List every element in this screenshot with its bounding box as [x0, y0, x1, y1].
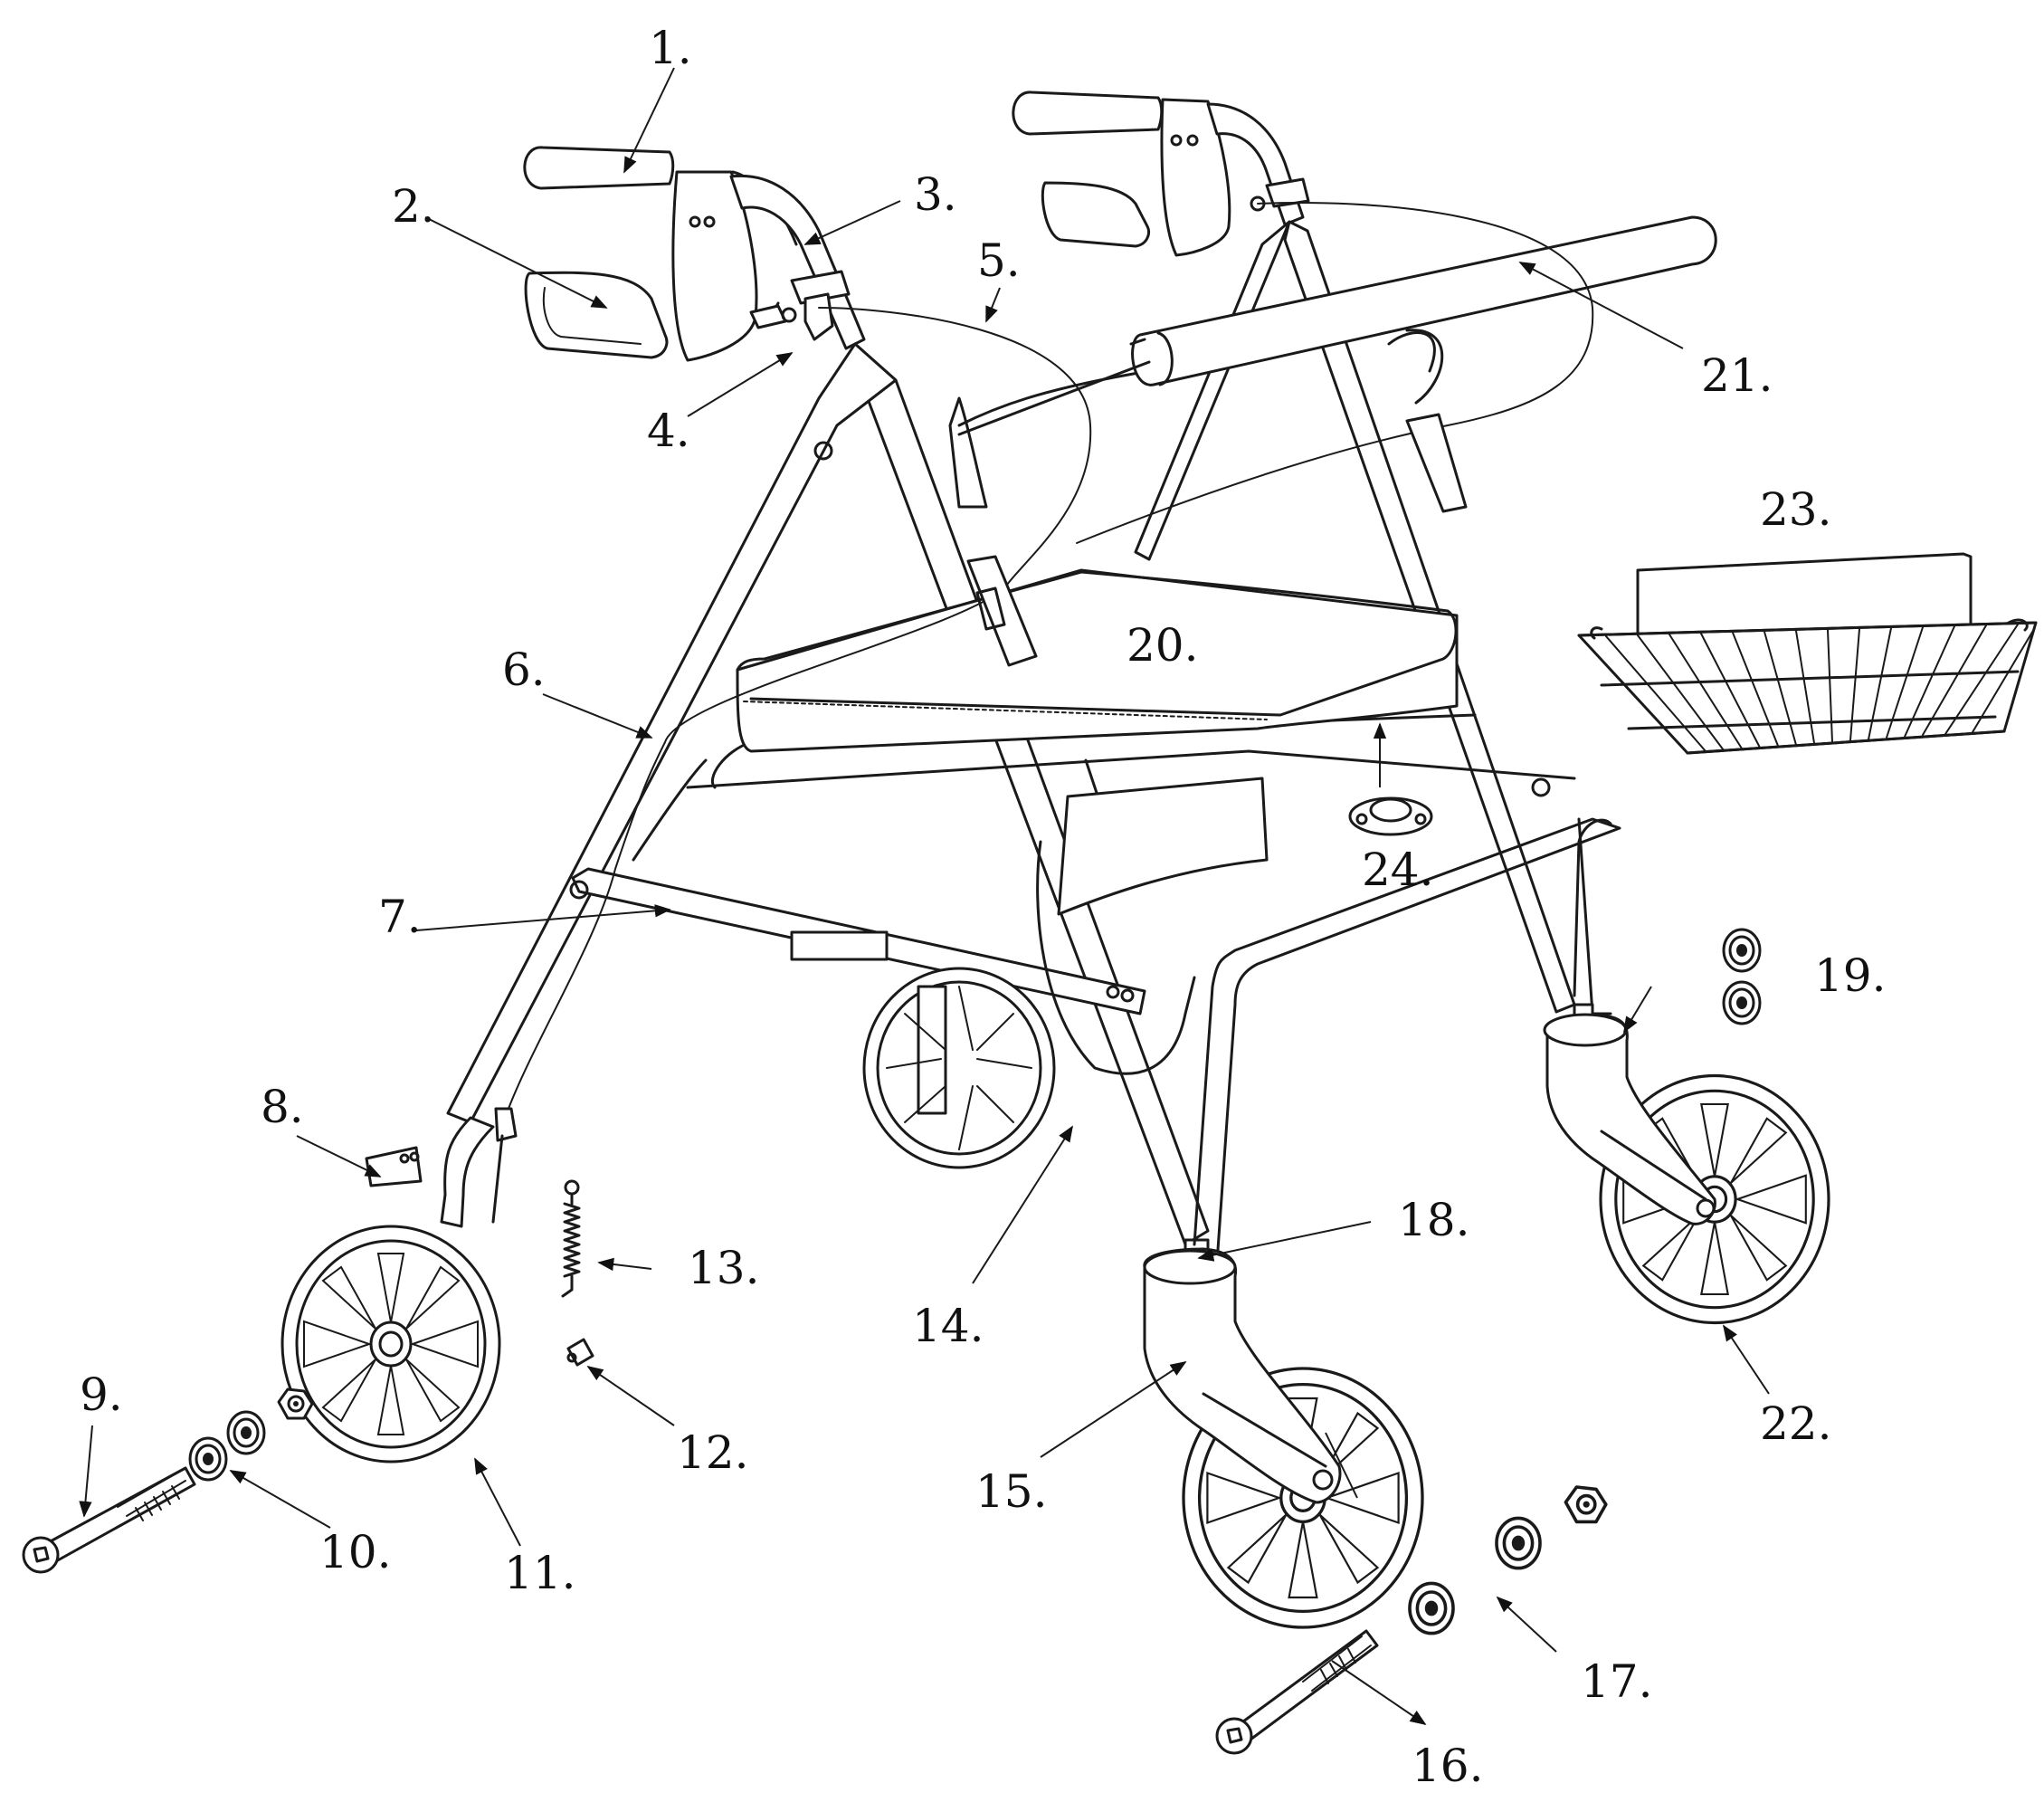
callout-15: 15. — [975, 1465, 1048, 1518]
part-8-bracket — [365, 1146, 423, 1187]
callout-16: 16. — [1412, 1740, 1484, 1792]
part-15-caster-fork — [1143, 1247, 1342, 1504]
part-22-caster-fork — [1543, 1013, 1716, 1225]
part-10-bearing-a — [188, 1436, 228, 1482]
callout-2: 2. — [392, 180, 435, 233]
callout-20: 20. — [1127, 619, 1199, 672]
part-16-axle-bolt — [1215, 1629, 1379, 1755]
part-23-basket — [1577, 552, 2038, 755]
callout-9: 9. — [80, 1368, 123, 1421]
part-17-bearing-b — [1495, 1516, 1542, 1570]
callout-13: 13. — [688, 1242, 760, 1294]
callout-21: 21. — [1701, 349, 1773, 402]
callout-14: 14. — [912, 1300, 984, 1352]
rear-hidden-wheel — [862, 967, 1056, 1169]
seat-pouch — [1036, 777, 1269, 1075]
callout-23: 23. — [1760, 483, 1832, 536]
callout-labels: 1. 2. 3. 4. 5. 6. 7. 8. 9. 10. 11. 12. 1… — [80, 22, 1887, 1792]
callout-3: 3. — [914, 168, 957, 221]
part-13-spring — [561, 1179, 581, 1298]
callout-8: 8. — [261, 1081, 304, 1133]
left-brake-housing — [671, 170, 798, 362]
callout-10: 10. — [319, 1526, 392, 1578]
right-handle-grip — [1012, 91, 1164, 136]
part-19-bearing-a — [1722, 928, 1762, 973]
callout-4: 4. — [647, 405, 690, 457]
callout-7: 7. — [378, 891, 422, 943]
brake-cable — [506, 202, 1594, 1114]
left-cable-adjuster — [749, 292, 834, 341]
callout-5: 5. — [977, 234, 1021, 287]
callout-1: 1. — [649, 22, 692, 74]
right-brake-housing — [1160, 98, 1231, 257]
callout-19: 19. — [1814, 949, 1887, 1002]
seat-cushion — [736, 568, 1459, 753]
part-11-rear-wheel — [280, 1225, 501, 1464]
part-19-bearing-b — [1722, 980, 1762, 1025]
callout-24: 24. — [1362, 844, 1434, 896]
callout-17: 17. — [1581, 1655, 1653, 1708]
leader-lines — [79, 67, 1770, 1726]
callout-11: 11. — [504, 1547, 576, 1599]
part-9-axle-bolt — [22, 1466, 196, 1574]
callout-22: 22. — [1760, 1397, 1832, 1450]
part-17-bearing-a — [1408, 1581, 1455, 1635]
part-17-nut — [1564, 1485, 1608, 1524]
right-handle-tube — [1206, 102, 1310, 226]
part-10-bearing-b — [226, 1410, 266, 1455]
left-handle-grip — [523, 146, 675, 190]
left-brake-lever — [524, 271, 669, 359]
part-10-nut — [277, 1387, 314, 1420]
part-12-cable-end — [566, 1338, 594, 1367]
backrest-pad — [957, 215, 1717, 436]
callout-18: 18. — [1398, 1194, 1470, 1246]
part-24-clip — [1348, 796, 1433, 836]
callout-6: 6. — [502, 644, 546, 696]
right-brake-lever — [1041, 181, 1150, 248]
front-left-leg — [440, 1107, 518, 1228]
callout-12: 12. — [677, 1426, 749, 1479]
